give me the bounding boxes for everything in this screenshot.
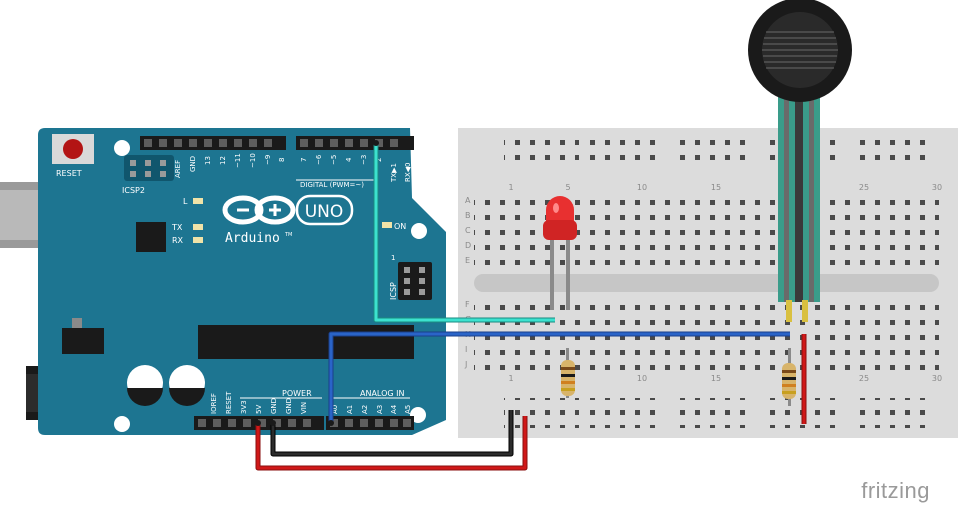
row-letter-c: C [465,226,471,235]
row-letter-e: E [465,256,470,265]
pin-label-4: 4 [345,157,353,162]
col-number-15: 15 [711,183,721,192]
pin-label-5: ~5 [330,155,338,165]
voltage-regulator [62,318,104,354]
svg-text:UNO: UNO [305,202,344,222]
wire-red [255,416,528,471]
led-rx-label: RX [172,236,184,245]
wire-blue [328,331,790,423]
pin-label-gnd-2: GND [285,398,293,414]
reset-button [52,134,94,164]
pin-label-5v: 5V [255,405,263,414]
pin-label-ioref: IOREF [210,393,218,414]
pin-label-a4: A4 [390,404,398,414]
wire-cyan [373,143,555,323]
led-on [382,222,392,228]
pin-label-vin: VIN [300,402,308,414]
analog-in-label: ANALOG IN [360,389,405,398]
led-tx-label: TX [171,223,183,232]
row-letter-d: D [465,241,471,250]
pin-label-a2: A2 [361,405,369,414]
breadboard-center-channel [474,274,939,292]
col-number-10: 10 [637,183,647,192]
digital-pwm-label: DIGITAL (PWM=~) [300,181,364,189]
pin-label-aref: AREF [174,160,182,178]
pin-label-gnd: GND [189,156,197,172]
pin-label-reset: RESET [225,391,233,414]
icsp-header [398,262,432,300]
led-l [193,198,203,204]
pin-label-9: ~9 [264,155,272,165]
wire-black [270,410,514,457]
resistor [782,348,796,406]
led-tx [193,224,203,230]
breadboard: A B C D E F G H I J 1 5 10 15 20 25 30 1… [458,128,958,438]
led-rx [193,237,203,243]
col-number-1: 1 [508,183,513,192]
pin-label-a5: A5 [404,405,412,414]
pin-label-6: ~6 [315,154,323,165]
arduino-logo [222,195,296,225]
pin-label-12: 12 [219,156,227,165]
breadboard-bottom-rail [504,398,929,428]
pin-label-tx1: TX▶1 [390,163,398,183]
red-led [543,196,577,310]
force-sensor [748,0,852,322]
pin-label-a0: A0 [331,405,339,414]
pin-label-13: 13 [204,156,212,165]
reset-label: RESET [56,169,82,178]
resistor [561,348,575,398]
usb-chip [136,222,166,252]
power-label: POWER [282,389,312,398]
icsp2-label: ICSP2 [122,186,145,195]
col-number-5: 5 [565,183,570,192]
pin-label-11: ~11 [234,153,242,168]
row-letter-f: F [465,300,470,309]
pin-label-2: 2 [375,158,383,162]
row-letter-a: A [465,196,471,205]
analog-header [326,416,414,430]
col-number-1-bottom: 1 [508,374,513,383]
microcontroller-chip [198,325,414,359]
pin-label-7: 7 [300,158,308,162]
col-number-15-bottom: 15 [711,374,721,383]
pin-label-10: ~10 [249,153,257,168]
led-l-label: L [183,197,188,206]
col-number-10-bottom: 10 [637,374,647,383]
col-number-30-bottom: 30 [932,374,942,383]
row-letter-b: B [465,211,471,220]
pin-label-rx0: RX◀0 [404,163,412,183]
arduino-wordmark: Arduino [225,231,280,246]
led-on-label: ON [394,222,406,231]
icsp-label: ICSP [389,282,398,300]
trademark-label: TM [284,232,292,238]
digital-header [140,136,414,150]
col-number-25-bottom: 25 [859,374,869,383]
pin-label-3: ~3 [360,155,368,165]
pin-label-3v3: 3V3 [240,400,248,414]
pin-label-a3: A3 [376,405,384,414]
fritzing-watermark: fritzing [861,478,930,503]
capacitor [127,365,163,406]
arduino-uno-board: RESET ICSP2 AREF GND 13 12 ~11 ~10 ~9 8 [0,128,446,435]
icsp-pin1-label: 1 [391,254,395,262]
breadboard-top-rail [504,138,929,168]
col-number-25: 25 [859,183,869,192]
pin-label-gnd-1: GND [270,398,278,414]
pin-label-8: 8 [278,158,286,162]
uno-logo: UNO [295,194,354,226]
row-letter-i: I [465,345,467,354]
col-number-30: 30 [932,183,942,192]
capacitor [169,365,205,406]
pin-label-a1: A1 [346,405,354,414]
row-letter-j: J [464,360,467,369]
icsp2-header [124,155,174,181]
